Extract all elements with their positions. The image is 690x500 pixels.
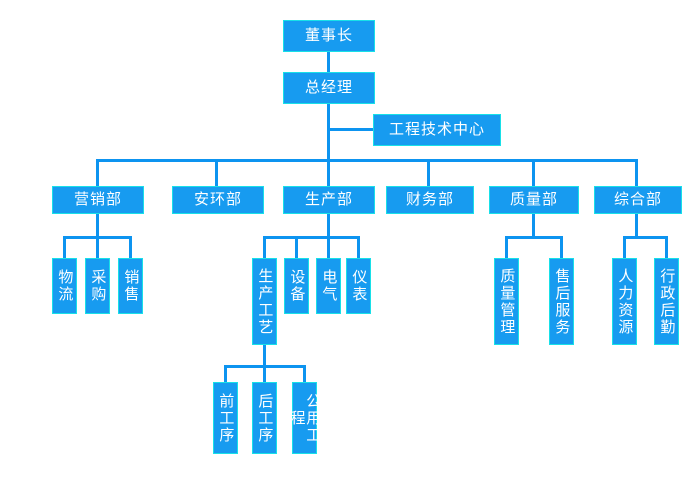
connector-general-affairs-to-admin [665, 236, 668, 258]
node-quality-dept[interactable]: 质量部 [489, 186, 579, 214]
connector-quality-bus [505, 236, 563, 239]
connector-process-to-utilities [303, 365, 306, 382]
connector-production-to-electrical [327, 236, 330, 258]
node-production-dept[interactable]: 生产部 [283, 186, 375, 214]
connector-process-drop [263, 345, 266, 365]
connector-marketing-to-logistics [63, 236, 66, 258]
node-instrumentation[interactable]: 仪表 [346, 258, 371, 314]
connector-marketing-to-sales [129, 236, 132, 258]
connector-process-to-back [263, 365, 266, 382]
node-sales[interactable]: 销售 [118, 258, 143, 314]
node-engineering-center[interactable]: 工程技术中心 [373, 114, 501, 146]
connector-production-bus [263, 236, 360, 239]
connector-bus-to-safety-env [215, 159, 218, 186]
node-admin-logistics[interactable]: 行政后勤 [654, 258, 679, 345]
connector-general-affairs-bus [623, 236, 668, 239]
connector-bus-to-marketing [96, 159, 99, 186]
node-human-resources[interactable]: 人力资源 [612, 258, 637, 345]
node-back-process[interactable]: 后工序 [252, 382, 277, 454]
connector-bus-to-general-affairs [635, 159, 638, 186]
connector-bus-to-finance [427, 159, 430, 186]
node-procurement[interactable]: 采购 [85, 258, 110, 314]
connector-bus-to-quality [532, 159, 535, 186]
node-logistics[interactable]: 物流 [52, 258, 77, 314]
node-general-affairs-dept[interactable]: 综合部 [594, 186, 682, 214]
connector-gm-to-engineering-center [330, 128, 373, 131]
node-finance-dept[interactable]: 财务部 [386, 186, 474, 214]
connector-bus-to-production [327, 159, 330, 186]
node-after-sales-service[interactable]: 售后服务 [549, 258, 574, 345]
node-quality-management[interactable]: 质量管理 [494, 258, 519, 345]
node-front-process[interactable]: 前工序 [213, 382, 238, 454]
connector-quality-to-after-sales [560, 236, 563, 258]
connector-production-drop [327, 214, 330, 236]
connector-general-affairs-drop [635, 214, 638, 236]
node-general-manager[interactable]: 总经理 [283, 72, 375, 104]
connector-production-to-process [263, 236, 266, 258]
node-equipment[interactable]: 设备 [284, 258, 309, 314]
node-utilities[interactable]: 公用工程 [289, 382, 322, 454]
connector-process-to-front [224, 365, 227, 382]
node-electrical[interactable]: 电气 [316, 258, 341, 314]
connector-chairman-to-gm [327, 52, 330, 74]
node-chairman[interactable]: 董事长 [283, 20, 375, 52]
connector-gm-trunk [327, 104, 330, 159]
connector-production-to-equipment [295, 236, 298, 258]
connector-marketing-to-procurement [96, 236, 99, 258]
node-production-process[interactable]: 生产工艺 [252, 258, 277, 345]
connector-quality-to-management [505, 236, 508, 258]
node-marketing-dept[interactable]: 营销部 [52, 186, 144, 214]
connector-department-bus [96, 159, 638, 162]
node-safety-env-dept[interactable]: 安环部 [172, 186, 264, 214]
connector-marketing-drop [96, 214, 99, 236]
connector-production-to-instrumentation [357, 236, 360, 258]
connector-general-affairs-to-hr [623, 236, 626, 258]
connector-quality-drop [532, 214, 535, 236]
